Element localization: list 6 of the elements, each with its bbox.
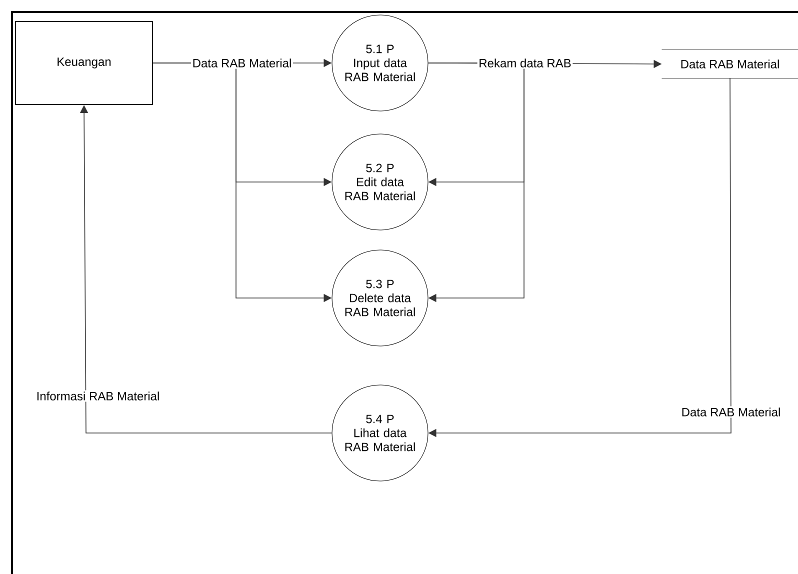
edge-label: Rekam data RAB	[477, 57, 573, 69]
entity-box: Keuangan	[14, 20, 154, 106]
edge-label: Data RAB Material	[190, 57, 294, 69]
data-store: Data RAB Material	[661, 49, 798, 79]
edge-label: Informasi RAB Material	[34, 390, 162, 402]
edge-label: Data RAB Material	[680, 406, 782, 418]
